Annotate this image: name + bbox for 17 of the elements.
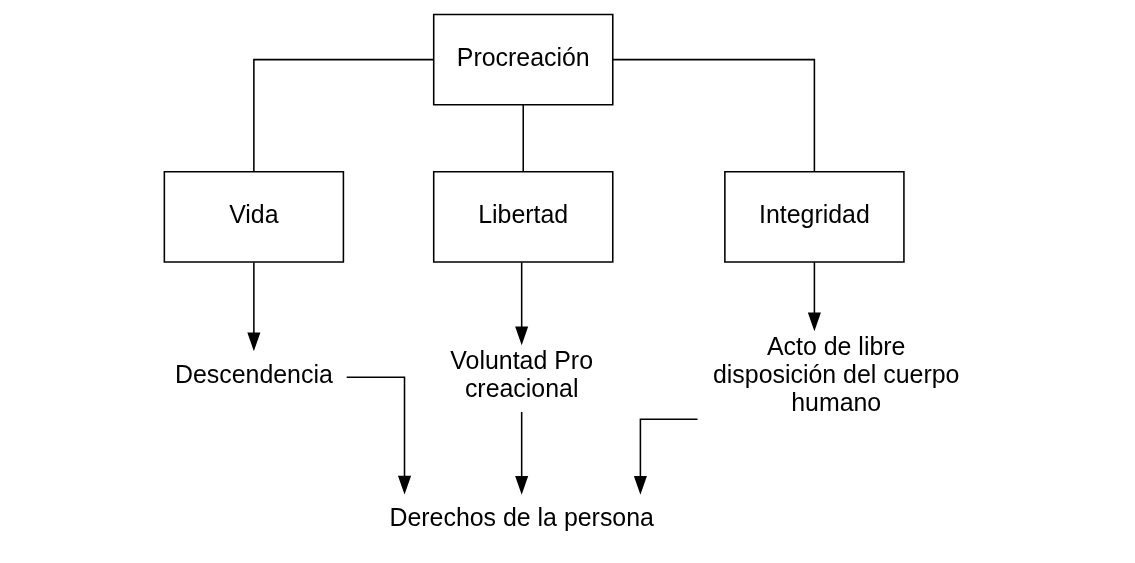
node-text: Derechos de la persona bbox=[388, 503, 654, 532]
arrow bbox=[514, 411, 528, 495]
node-text: Acto de libre disposición del cuerpo humano bbox=[712, 332, 959, 417]
arrow bbox=[807, 261, 821, 332]
connector bbox=[521, 104, 524, 173]
connector bbox=[611, 58, 815, 173]
arrow bbox=[246, 261, 260, 352]
arrow bbox=[633, 418, 698, 495]
connector bbox=[252, 58, 434, 173]
node-box: Procreación bbox=[432, 13, 614, 106]
arrow bbox=[345, 376, 411, 495]
node-box: Integridad bbox=[723, 170, 905, 263]
node-text: Voluntad Pro creacional bbox=[449, 346, 593, 403]
arrow bbox=[514, 261, 528, 346]
node-box: Libertad bbox=[432, 170, 614, 263]
node-box: Vida bbox=[163, 170, 344, 263]
node-text: Descendencia bbox=[174, 360, 333, 389]
